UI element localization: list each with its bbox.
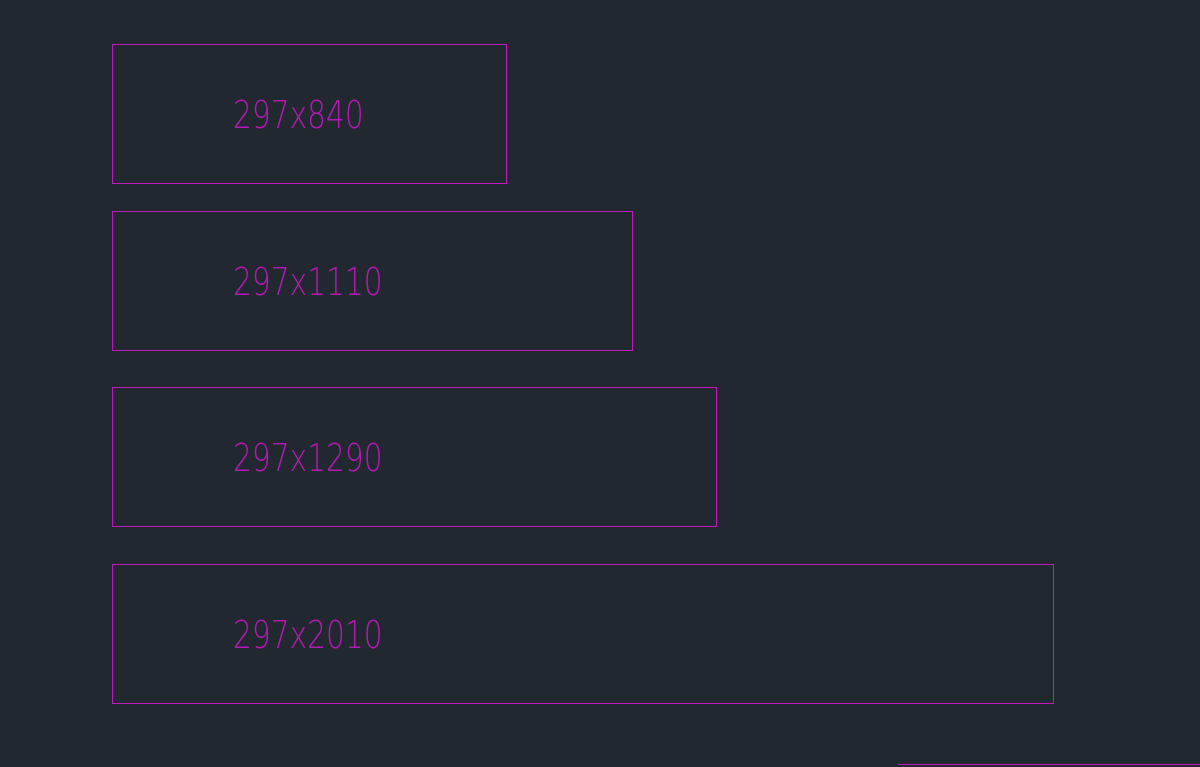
frame-label: 297x840 xyxy=(233,93,364,137)
frame-297x840: 297x840 xyxy=(112,44,507,184)
frame-label: 297x1290 xyxy=(233,436,383,480)
frame-label: 297x1110 xyxy=(233,260,383,304)
frame-297x1290: 297x1290 xyxy=(112,387,717,527)
frame-297x1110: 297x1110 xyxy=(112,211,633,351)
partial-frame-edge xyxy=(898,764,1200,767)
frame-297x2010: 297x2010 xyxy=(112,564,1054,704)
frame-label: 297x2010 xyxy=(233,613,383,657)
